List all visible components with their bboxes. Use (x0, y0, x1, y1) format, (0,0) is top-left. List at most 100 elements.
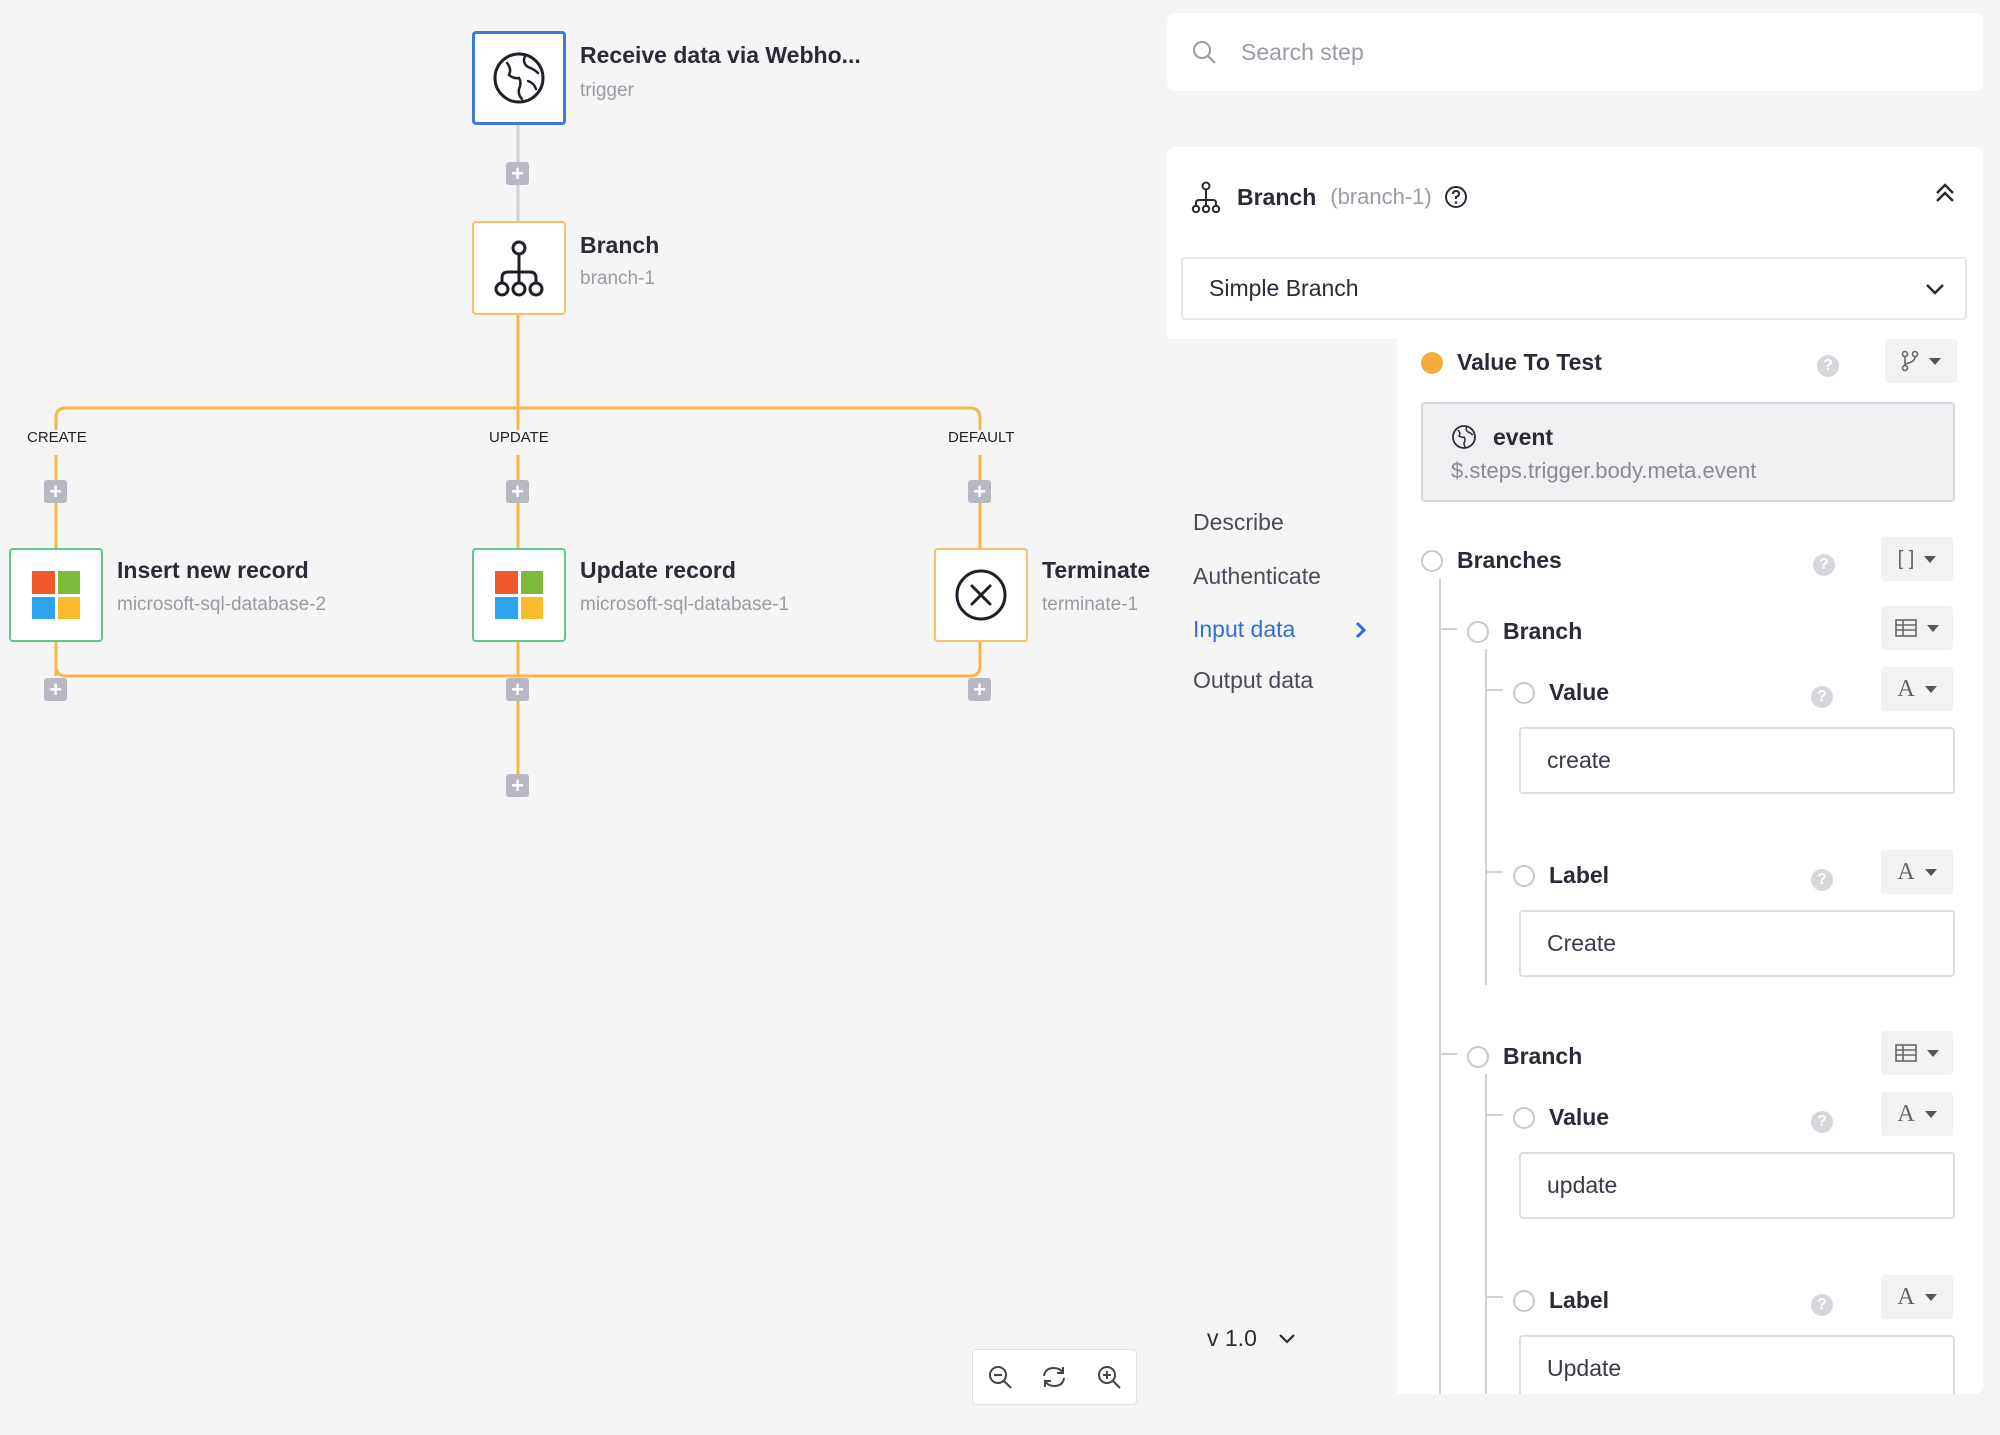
help-icon[interactable]: ? (1811, 1111, 1833, 1133)
step-config-panel: Branch (branch-1) Simple Branch Describe… (1167, 147, 1983, 1394)
branch-type-select[interactable]: Simple Branch (1181, 257, 1967, 320)
text-type-glyph: A (1897, 675, 1915, 702)
add-step-button[interactable]: + (506, 480, 529, 503)
reset-zoom-button[interactable] (1034, 1357, 1074, 1397)
help-icon[interactable]: ? (1811, 686, 1833, 708)
help-icon[interactable]: ? (1811, 869, 1833, 891)
microsoft-logo-icon (495, 571, 543, 619)
nav-describe[interactable]: Describe (1193, 509, 1284, 535)
branch-item-label: Branch (1503, 618, 1583, 644)
tree-guide (1485, 871, 1503, 873)
branch-label-default: DEFAULT (948, 429, 1015, 446)
trigger-title: Receive data via Webho... (580, 42, 861, 68)
trigger-subtitle: trigger (580, 80, 634, 101)
search-step-input[interactable] (1241, 38, 1941, 66)
insert-record-node[interactable] (9, 548, 103, 642)
branch-node[interactable] (472, 221, 566, 315)
branch-icon (494, 240, 544, 297)
version-selector[interactable]: v 1.0 (1207, 1325, 1297, 1352)
branch-2-label-input[interactable] (1519, 1335, 1955, 1394)
add-step-button[interactable]: + (968, 678, 991, 701)
update-record-node[interactable] (472, 548, 566, 642)
panel-sidenav: Describe Authenticate Input data Output … (1167, 339, 1397, 1394)
trigger-node[interactable] (472, 31, 566, 125)
optional-indicator (1467, 620, 1489, 643)
add-step-button[interactable]: + (506, 774, 529, 797)
zoom-out-icon (989, 1366, 1012, 1389)
label-row: Label (1513, 862, 1609, 889)
panel-title: Branch (1237, 183, 1317, 210)
branch-1-value-input[interactable] (1519, 727, 1955, 794)
label-row: Label (1513, 1287, 1609, 1314)
add-step-button[interactable]: + (968, 480, 991, 503)
table-icon (1895, 619, 1917, 637)
optional-indicator (1421, 549, 1443, 572)
chevron-down-icon (1279, 1333, 1295, 1344)
branch-type-button[interactable] (1881, 606, 1953, 650)
branch-1-label-input[interactable] (1519, 910, 1955, 977)
event-reference-box[interactable]: event $.steps.trigger.body.meta.event (1421, 402, 1955, 502)
text-type-glyph: A (1897, 1100, 1915, 1127)
value-type-button[interactable]: A (1881, 1092, 1953, 1136)
globe-icon (1452, 425, 1476, 449)
add-step-button[interactable]: + (506, 162, 529, 185)
input-data-form: Value To Test ? Branches ? [ ] (1397, 339, 1983, 1394)
optional-indicator (1513, 1106, 1535, 1129)
nav-input-data[interactable]: Input data (1193, 616, 1296, 642)
nav-authenticate[interactable]: Authenticate (1193, 563, 1321, 589)
help-icon[interactable] (1444, 185, 1468, 209)
branch-label-update: UPDATE (489, 429, 549, 446)
caret-down-icon (1924, 1293, 1937, 1301)
branch-type-button[interactable] (1881, 1031, 1953, 1075)
label-label: Label (1549, 862, 1610, 888)
branch-2-value-input[interactable] (1519, 1152, 1955, 1219)
add-step-button[interactable]: + (506, 678, 529, 701)
value-type-button[interactable]: A (1881, 667, 1953, 711)
search-icon (1193, 41, 1216, 64)
zoom-in-icon (1097, 1366, 1121, 1389)
chevron-right-icon (1355, 621, 1367, 639)
zoom-in-button[interactable] (1089, 1357, 1129, 1397)
branch-label-create: CREATE (27, 429, 87, 446)
label-type-button[interactable]: A (1881, 1275, 1953, 1319)
event-path: $.steps.trigger.body.meta.event (1451, 458, 1757, 483)
nav-output-data[interactable]: Output data (1193, 667, 1314, 693)
microsoft-logo-icon (32, 571, 80, 619)
version-label: v 1.0 (1207, 1325, 1257, 1351)
workflow-canvas[interactable]: Receive data via Webho... trigger + Bran… (0, 0, 1160, 1435)
help-icon[interactable]: ? (1811, 1294, 1833, 1316)
optional-indicator (1513, 681, 1535, 704)
add-step-button[interactable]: + (44, 678, 67, 701)
caret-down-icon (1927, 1049, 1939, 1057)
value-to-test-row: Value To Test (1421, 349, 1602, 376)
value-label: Value (1549, 679, 1610, 705)
branch-type-value: Simple Branch (1209, 275, 1359, 301)
caret-down-icon (1929, 357, 1941, 365)
value-row: Value (1513, 679, 1609, 706)
event-name: event (1493, 424, 1554, 450)
branches-type-button[interactable]: [ ] (1881, 537, 1953, 581)
zoom-out-button[interactable] (980, 1357, 1020, 1397)
caret-down-icon (1924, 868, 1937, 876)
search-step-box (1167, 13, 1983, 91)
terminate-node[interactable] (934, 548, 1028, 642)
add-step-button[interactable]: + (44, 480, 67, 503)
tree-guide (1439, 628, 1457, 630)
array-type-glyph: [ ] (1897, 547, 1915, 570)
tree-guide (1485, 1296, 1503, 1298)
required-indicator (1421, 351, 1443, 374)
branch-item-row: Branch (1467, 618, 1582, 645)
help-icon[interactable]: ? (1817, 355, 1839, 377)
text-type-glyph: A (1897, 1283, 1915, 1310)
value-type-button[interactable] (1885, 339, 1957, 383)
branches-row: Branches (1421, 547, 1562, 574)
value-to-test-label: Value To Test (1457, 349, 1602, 375)
text-type-glyph: A (1897, 858, 1915, 885)
label-label: Label (1549, 1287, 1610, 1313)
caret-down-icon (1927, 624, 1939, 632)
label-type-button[interactable]: A (1881, 850, 1953, 894)
workflow-connectors (54, 125, 982, 774)
update-record-subtitle: microsoft-sql-database-1 (580, 594, 790, 615)
collapse-panel-icon[interactable] (1933, 181, 1957, 205)
help-icon[interactable]: ? (1813, 554, 1835, 576)
